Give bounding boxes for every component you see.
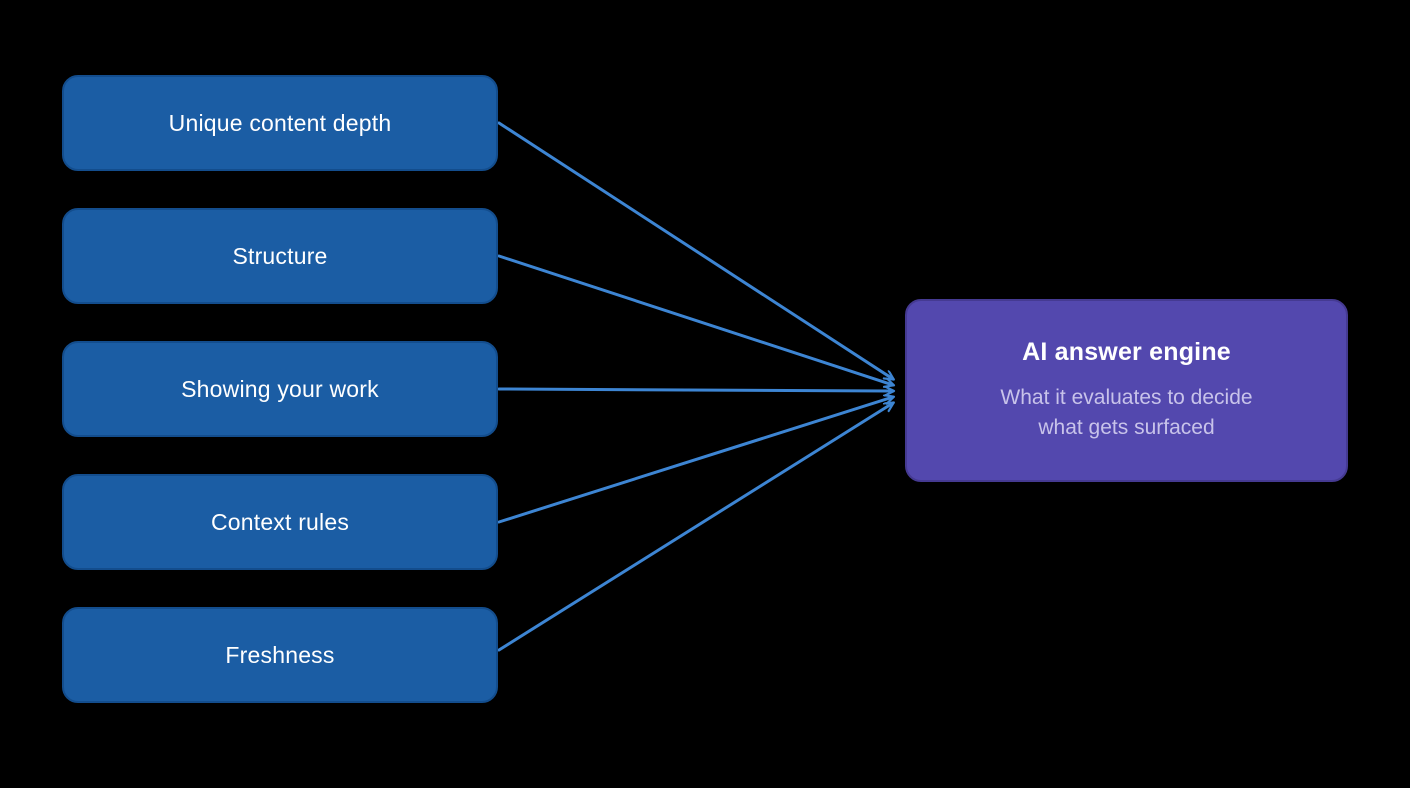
node-label: Showing your work <box>181 375 379 402</box>
edge-context-rules-to-ai-answer-engine <box>497 397 893 524</box>
edge-freshness-to-ai-answer-engine <box>497 403 893 652</box>
edge-unique-content-depth-to-ai-answer-engine <box>497 121 893 379</box>
node-unique-content-depth: Unique content depth <box>62 75 498 171</box>
edge-structure-to-ai-answer-engine <box>497 254 893 385</box>
edge-showing-your-work-to-ai-answer-engine <box>497 389 893 391</box>
node-label: Structure <box>232 242 328 269</box>
target-node-subtitle: What it evaluates to decide what gets su… <box>1000 383 1252 443</box>
node-label: Freshness <box>225 641 335 668</box>
node-context-rules: Context rules <box>62 474 498 570</box>
node-label: Context rules <box>210 508 350 535</box>
target-node-title: AI answer engine <box>1022 338 1231 366</box>
node-showing-your-work: Showing your work <box>62 341 498 437</box>
target-node-subtitle-line1: What it evaluates to decide <box>1000 386 1253 409</box>
target-node-subtitle-line2: what gets surfaced <box>1038 416 1215 439</box>
node-structure: Structure <box>62 208 498 304</box>
node-freshness: Freshness <box>62 607 498 703</box>
node-ai-answer-engine: AI answer engine What it evaluates to de… <box>905 299 1348 482</box>
node-label: Unique content depth <box>168 109 392 136</box>
